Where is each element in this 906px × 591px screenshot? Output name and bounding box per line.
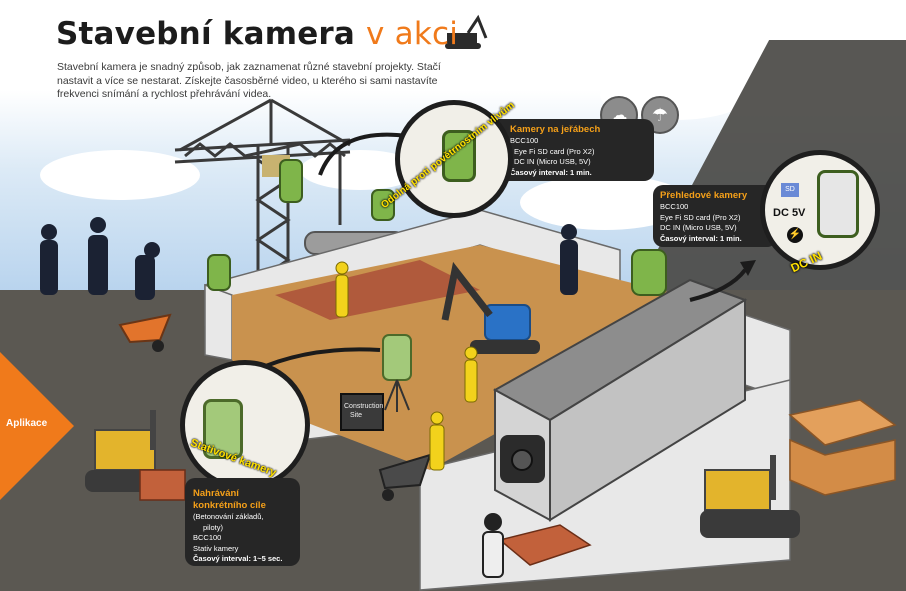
sd-card-icon: SD	[781, 183, 799, 197]
overview-camera	[631, 249, 667, 296]
target-camera-box: Nahrávání konkrétního cíle (Betonování z…	[185, 478, 300, 566]
crane-box-line: BCC100	[510, 136, 539, 145]
brick-pallet	[788, 399, 897, 446]
overview-box-line: BCC100	[660, 202, 689, 211]
camera-device	[203, 399, 243, 459]
crane-box-line: Časový interval: 1 min.	[510, 167, 592, 177]
tripod-camera	[382, 334, 412, 412]
target-box-line: Stativ kamery	[193, 543, 239, 553]
cloud	[40, 150, 200, 200]
target-box-line: BCC100	[193, 533, 222, 542]
umbrella-icon: ☂	[641, 96, 679, 134]
target-box-line: piloty)	[203, 522, 224, 532]
bulldozer-right	[700, 455, 800, 538]
construction-site-sign: Construction Site	[340, 393, 384, 431]
burglar	[482, 513, 504, 578]
camera-lens	[511, 449, 533, 471]
camera-device	[442, 130, 476, 182]
title-main: Stavební kamera	[56, 16, 356, 52]
side-tab-aplikace[interactable]: Aplikace	[0, 352, 74, 500]
crane-box-line: Eye Fi SD card (Pro X2)	[514, 146, 595, 156]
overview-camera-circle: SD DC 5V ⚡	[760, 150, 880, 270]
overview-box-line: Časový interval: 1 min.	[660, 233, 742, 243]
target-box-title: Nahrávání konkrétního cíle	[193, 488, 266, 511]
overview-camera-box: Přehledové kamery BCC100 Eye Fi SD card …	[653, 185, 777, 247]
tripod-camera-circle	[180, 360, 310, 490]
overview-box-line: DC IN (Micro USB, 5V)	[660, 223, 737, 232]
crane-box-line: DC IN (Micro USB, 5V)	[514, 157, 591, 166]
fence-camera	[371, 189, 395, 221]
worker-silhouettes	[40, 217, 578, 300]
wheelbarrow	[118, 313, 172, 352]
target-box-line: (Betonování základů,	[193, 512, 264, 521]
side-tab-background	[0, 352, 74, 500]
arrow-head	[740, 260, 756, 276]
crane-camera-circle	[395, 100, 513, 218]
overview-box-line: Eye Fi SD card (Pro X2)	[660, 212, 741, 222]
page-description: Stavební kamera je snadný způsob, jak za…	[57, 61, 441, 100]
side-tab-label: Aplikace	[6, 418, 48, 429]
yellow-workers	[335, 261, 478, 471]
camera-device	[817, 170, 859, 238]
brick-pallet	[789, 438, 896, 496]
target-box-line: Časový interval: 1~5 sec.	[193, 554, 283, 563]
brick-stack	[498, 524, 592, 566]
brick-floor	[275, 260, 480, 320]
sign-line: Site	[350, 412, 363, 419]
power-plug-icon: ⚡	[787, 227, 803, 243]
sign-line: Construction	[344, 403, 384, 410]
dc-5v-label: DC 5V	[773, 207, 806, 219]
title-accent: v akci	[366, 16, 459, 52]
excavator	[441, 261, 540, 354]
crane-camera	[279, 159, 303, 203]
wheelbarrow	[378, 453, 432, 501]
arrow-to-overview	[689, 268, 747, 302]
fence-camera	[207, 254, 231, 291]
overview-box-title: Přehledové kamery	[660, 190, 748, 201]
excavator-icon	[445, 14, 488, 49]
crane-box-title: Kamery na jeřábech	[510, 124, 601, 135]
page-title: Stavební kamera v akci	[56, 16, 458, 52]
brick-stack	[139, 469, 186, 501]
